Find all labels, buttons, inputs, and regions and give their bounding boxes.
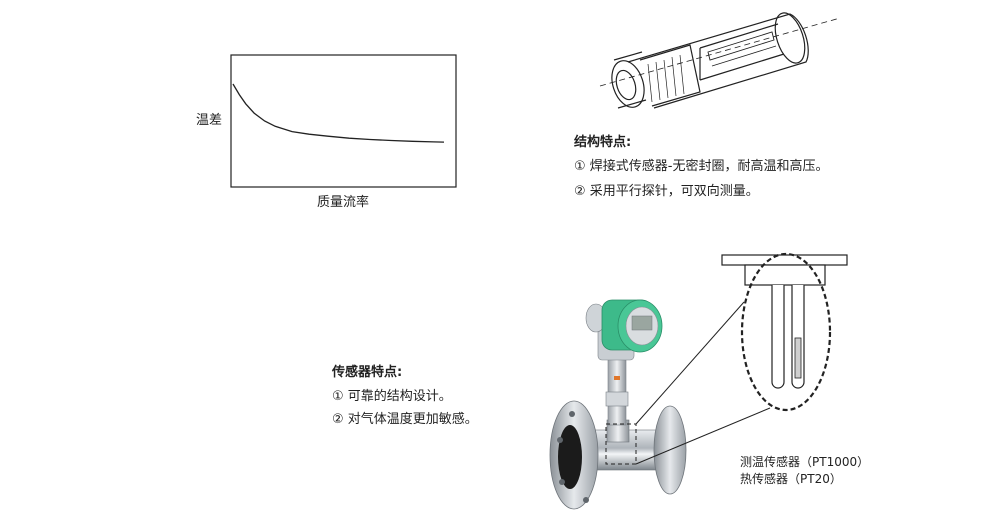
sensor-features-title: 传感器特点: [332,365,403,380]
chart-xlabel: 质量流率 [317,194,369,210]
structure-feature-2: ② 采用平行探针，可双向测量。 [574,184,759,199]
sensor-feature-2: ② 对气体温度更加敏感。 [332,412,478,427]
structure-features-title: 结构特点: [574,135,632,150]
chart-frame [230,54,457,188]
flow-meter [549,299,687,510]
probe-tube-drawing [599,12,841,109]
sensor-zoom-detail [635,252,848,465]
sensor-feature-1: ① 可靠的结构设计。 [332,389,452,404]
chart-ylabel: 温差 [196,113,222,128]
structure-feature-1: ① 焊接式传感器-无密封圈，耐高温和高压。 [574,159,829,174]
chart-series-line [232,83,445,143]
pt20-label: 热传感器（PT20） [740,472,842,486]
pt1000-label: 测温传感器（PT1000） [740,455,870,469]
